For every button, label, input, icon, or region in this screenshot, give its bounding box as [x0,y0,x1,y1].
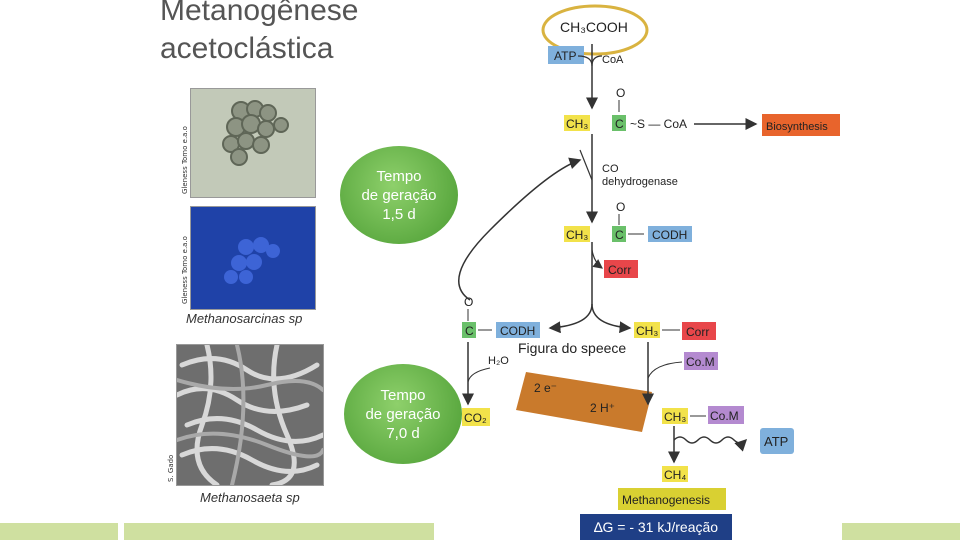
c-1: C [615,117,624,131]
codh-box-2 [496,322,540,338]
photo-credit-mid: Gleness Tomo e.a.o [181,236,189,304]
photo-credit-top: Gleness Tomo e.a.o [181,126,189,194]
c-3: C [465,324,474,338]
co2-box [462,408,490,426]
ch4-label: CH₄ [664,468,686,482]
title-line-1: Metanogênese [160,0,359,27]
footer-bar-right [842,523,960,540]
footer-bar-mid [124,523,434,540]
atp-top-label: ATP [554,49,576,63]
bubble2-line2: de geração [365,405,441,423]
biosynthesis-label: Biosynthesis [766,121,828,133]
c-box-2 [612,226,626,242]
atp-bottom-box [760,428,794,454]
atp-wave-arrow [673,436,748,452]
c-2: C [615,228,624,242]
methanosaeta-photo-sem [176,344,324,486]
codh-2: CODH [500,324,535,338]
bubble1-line3: 1,5 d [382,205,416,223]
arrow-corr-branch [591,249,603,269]
com-2: Co.M [710,409,739,423]
biosynthesis-box [762,114,840,136]
title-line-2: acetoclástica [160,32,334,65]
ch3-box-2 [564,226,590,242]
c-box-3 [462,322,476,338]
ch3-3: CH₃ [636,324,658,338]
co-dehydrogenase-line2: dehydrogenase [602,176,678,188]
caption-methanosaeta: Methanosaeta sp [200,490,300,505]
bubble2-line1: Tempo [380,386,426,404]
arrow-split-right [591,303,632,334]
two-protons-label: 2 H⁺ [590,401,615,415]
codh-box-1 [648,226,692,242]
arrow-atp-branch [577,55,603,67]
s-coa-label: ~S — CoA [630,117,687,131]
acetoclastic-pathway-diagram: CH₃COOH ATP CoA O CH₃ C ~S — CoA Biosynt… [458,4,840,510]
photo-credit-bottom: S. Gado [167,454,175,482]
ch3-box-1 [564,115,590,131]
corr-1: Corr [608,263,631,277]
corr-2: Corr [686,325,709,339]
oxygen-1: O [616,86,625,100]
atp-top-box [548,46,584,64]
codh-recycle-loop [458,157,582,301]
generation-time-bubble-1: Tempo de geração 1,5 d [340,146,458,244]
corr-box-1 [604,260,638,278]
electron-transfer-band [516,372,652,432]
arrow-split-left [548,303,593,334]
coa-top-label: CoA [602,54,624,66]
methanosarcina-photo-fluorescence [190,206,316,310]
corr-box-2 [682,322,716,340]
cell-cluster-image [191,89,315,197]
arrow-co-dh-curve [579,149,593,181]
bubble1-line2: de geração [361,186,437,204]
filament-image [177,345,323,485]
bubble1-line1: Tempo [376,167,422,185]
atp-bottom-label: ATP [764,434,788,449]
acetate-highlight-ring [541,4,649,56]
ch3-2: CH₃ [566,228,588,242]
bubble2-line3: 7,0 d [386,424,420,442]
com-box-1 [684,352,718,370]
co2-label: CO₂ [464,411,487,425]
methanosarcina-photo-phase [190,88,316,198]
methanogenesis-box [618,488,726,510]
ch3-box-3 [634,322,660,338]
arrow-com-join [647,361,683,379]
co-dehydrogenase-line1: CO [602,163,619,175]
com-1: Co.M [686,355,715,369]
com-box-2 [708,406,744,424]
slide-title: Metanogênese acetoclástica [160,0,359,68]
footer-bar-left [0,523,118,540]
acetate-label: CH₃COOH [560,19,628,35]
figure-caption: Figura do speece [518,340,627,356]
caption-methanosarcina: Methanosarcinas sp [186,311,303,326]
ch4-box [662,466,688,482]
arrow-h2o-join [467,367,491,383]
h2o-label: H₂O [488,355,509,367]
codh-1: CODH [652,228,687,242]
fluorescent-cells-image [191,207,315,309]
ch3-4: CH₃ [664,410,686,424]
generation-time-bubble-2: Tempo de geração 7,0 d [344,364,462,464]
methanogenesis-label: Methanogenesis [622,493,710,507]
oxygen-2: O [616,200,625,214]
ch3-1: CH₃ [566,117,588,131]
ch3-box-4 [662,408,688,424]
two-electrons-label: 2 e⁻ [534,381,557,395]
oxygen-3: O [464,295,473,309]
c-box-1 [612,115,626,131]
delta-g-label: ∆G = - 31 kJ/reação [580,514,732,540]
